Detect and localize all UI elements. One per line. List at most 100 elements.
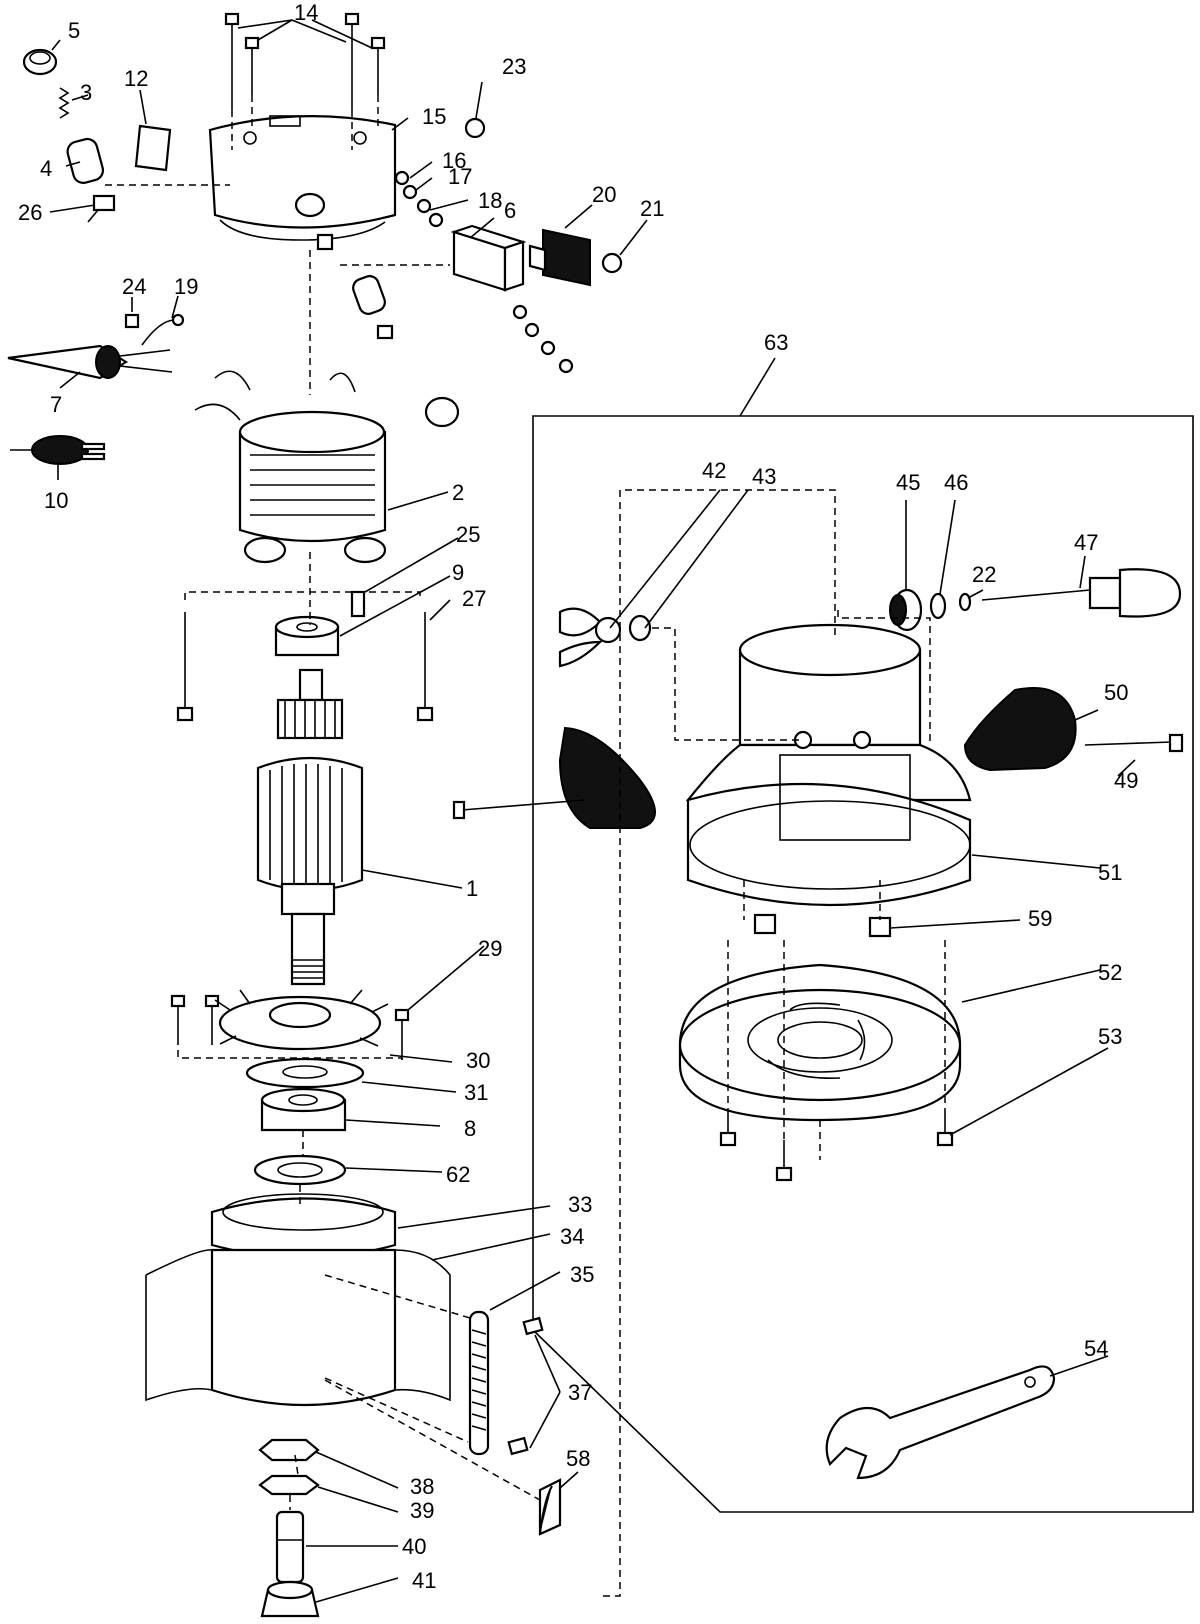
label-51: 51	[1098, 860, 1122, 885]
field-coil	[194, 370, 387, 564]
brush-cap-parts	[352, 275, 574, 428]
label-20: 20	[592, 182, 616, 207]
clamp-screw	[124, 313, 140, 329]
label-54: 54	[1084, 1336, 1108, 1361]
switch-body	[66, 137, 105, 184]
label-plate	[134, 124, 172, 172]
fan-screws	[170, 994, 410, 1060]
label-33: 33	[568, 1192, 592, 1217]
label-26: 26	[18, 200, 42, 225]
wing-nut	[558, 607, 622, 668]
label-35: 35	[570, 1262, 594, 1287]
label-29: 29	[478, 936, 502, 961]
router-base	[685, 623, 972, 907]
label-45: 45	[896, 470, 920, 495]
motor-housing	[208, 115, 397, 251]
fan-baffle	[245, 1057, 365, 1089]
field-screws	[176, 612, 434, 722]
right-handle	[963, 687, 1184, 772]
cord-plug	[10, 435, 106, 465]
brush-holder	[450, 224, 527, 292]
label-3: 3	[80, 80, 92, 105]
power-cord-strain-relief	[7, 344, 173, 380]
label-14: 14	[294, 0, 318, 25]
leader-lines	[49, 19, 1136, 1603]
label-52: 52	[1098, 960, 1122, 985]
housing-screws	[224, 12, 386, 110]
label-41: 41	[412, 1568, 436, 1593]
label-7: 7	[50, 392, 62, 417]
label-8: 8	[464, 1116, 476, 1141]
collet-nut	[258, 1438, 320, 1462]
label-1: 1	[466, 876, 478, 901]
label-17: 17	[448, 164, 472, 189]
adjust-bushing	[889, 588, 923, 632]
label-2: 2	[452, 480, 464, 505]
clamp-screw-assembly	[981, 568, 1182, 618]
label-59: 59	[1028, 906, 1052, 931]
lock-nut	[258, 1474, 320, 1496]
label-38: 38	[410, 1474, 434, 1499]
label-6: 6	[504, 198, 516, 223]
depth-adjust-rack	[468, 1310, 490, 1456]
base-assembly-frame	[532, 415, 1194, 1513]
label-43: 43	[752, 464, 776, 489]
label-40: 40	[402, 1534, 426, 1559]
carbon-brush	[528, 228, 591, 287]
label-25: 25	[456, 522, 480, 547]
label-63: 63	[764, 330, 788, 355]
sub-base-screws	[719, 1110, 954, 1182]
label-12: 12	[124, 66, 148, 91]
label-39: 39	[410, 1498, 434, 1523]
clamp-washer	[628, 614, 652, 642]
label-30: 30	[466, 1048, 490, 1073]
collet-cap-nut	[260, 1580, 320, 1618]
label-22: 22	[972, 562, 996, 587]
label-16: 16	[442, 148, 466, 173]
label-9: 9	[452, 560, 464, 585]
label-49: 49	[1114, 768, 1138, 793]
rack-screws	[507, 1316, 544, 1456]
label-19: 19	[174, 274, 198, 299]
label-27: 27	[462, 586, 486, 611]
label-58: 58	[566, 1446, 590, 1471]
o-ring	[929, 592, 947, 620]
label-42: 42	[702, 458, 726, 483]
part-labels: 1 2 3 4 5 6 7 8 9 10 12 14 15 16 17 18 1…	[18, 0, 1138, 1593]
brush-hardware	[394, 117, 623, 274]
label-46: 46	[944, 470, 968, 495]
wrench	[825, 1365, 1056, 1480]
label-37: 37	[568, 1380, 592, 1405]
retaining-ring	[958, 592, 972, 612]
armature	[256, 668, 364, 986]
label-47: 47	[1074, 530, 1098, 555]
cord-clamp	[141, 313, 185, 346]
label-5: 5	[68, 18, 80, 43]
upper-bearing	[274, 615, 340, 657]
switch-spring	[58, 87, 70, 119]
label-10: 10	[44, 488, 68, 513]
switch-cap	[22, 48, 58, 76]
key-pin	[350, 590, 366, 618]
motor-shell	[145, 1248, 451, 1407]
label-18: 18	[478, 188, 502, 213]
cooling-fan	[214, 989, 389, 1051]
label-53: 53	[1098, 1024, 1122, 1049]
bearing-washer	[253, 1154, 347, 1186]
alignment-lines	[105, 95, 946, 1597]
label-15: 15	[422, 104, 446, 129]
label-23: 23	[502, 54, 526, 79]
sub-base	[678, 963, 962, 1122]
label-50: 50	[1104, 680, 1128, 705]
label-24: 24	[122, 274, 146, 299]
switch-clip	[87, 194, 116, 223]
label-34: 34	[560, 1224, 584, 1249]
lower-bearing	[260, 1087, 347, 1132]
collet	[275, 1510, 305, 1584]
depth-knob	[538, 1478, 562, 1536]
left-handle	[452, 726, 656, 829]
base-nuts	[753, 913, 892, 938]
motor-base-housing	[210, 1193, 397, 1259]
label-21: 21	[640, 196, 664, 221]
